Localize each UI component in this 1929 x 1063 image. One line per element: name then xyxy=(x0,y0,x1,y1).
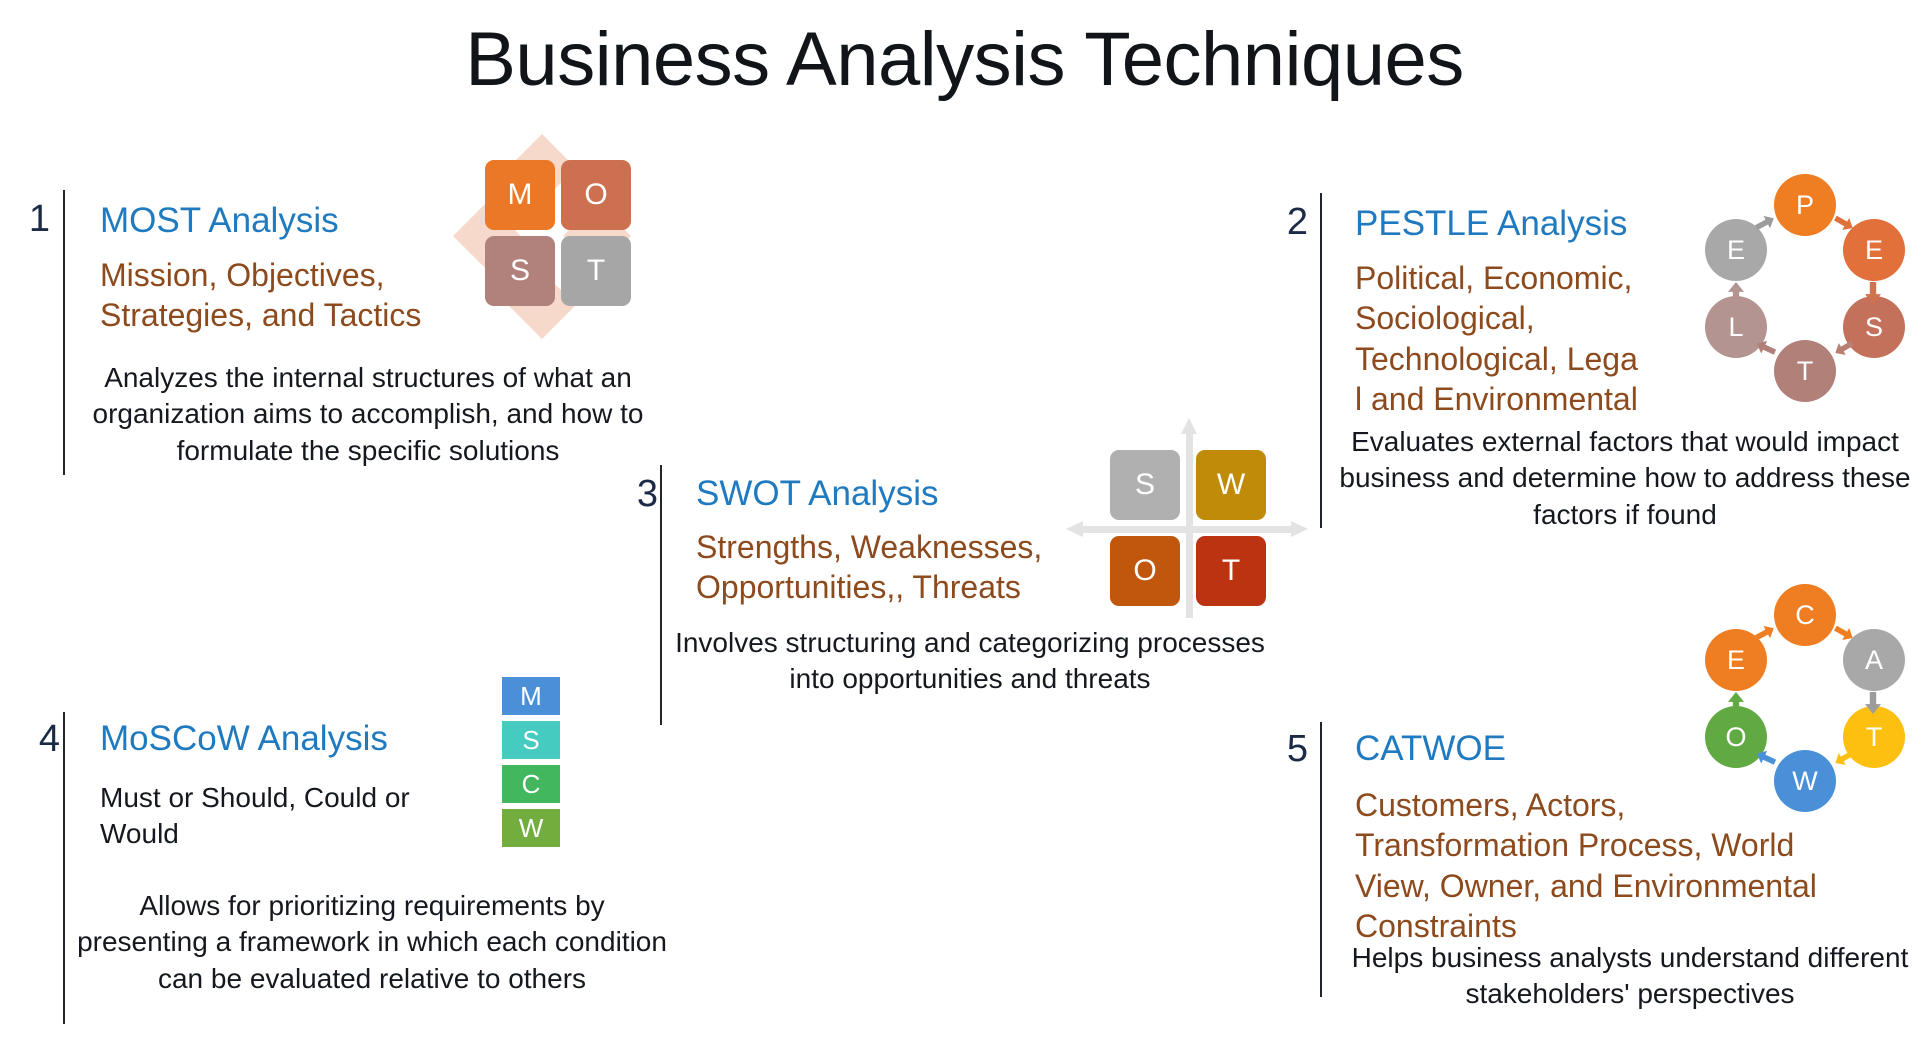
technique-title-pestle: PESTLE Analysis xyxy=(1355,204,1628,243)
technique-number-1: 1 xyxy=(28,198,50,240)
expansion-line: Would xyxy=(100,818,179,850)
technique-number-3: 3 xyxy=(636,473,658,515)
moscow-bars-icon: M S C W xyxy=(502,677,560,847)
expansion-line: Constraints xyxy=(1355,907,1517,944)
pestle-node-sociological: S xyxy=(1843,296,1905,358)
catwoe-node-environmental: E xyxy=(1705,629,1767,691)
pestle-node-environmental: E xyxy=(1705,219,1767,281)
technique-expansion-catwoe: Customers, Actors, Transformation Proces… xyxy=(1355,785,1929,946)
technique-number-5: 5 xyxy=(1286,728,1308,770)
technique-rule-2 xyxy=(1320,193,1322,528)
pestle-node-economic: E xyxy=(1843,219,1905,281)
technique-expansion-swot: Strengths, Weaknesses, Opportunities,, T… xyxy=(696,527,1116,608)
technique-description-moscow: Allows for prioritizing requirements by … xyxy=(77,890,667,994)
most-cell-strategies: S xyxy=(485,236,555,306)
technique-expansion-most: Mission, Objectives, Strategies, and Tac… xyxy=(100,257,422,334)
technique-description-most: Analyzes the internal structures of what… xyxy=(92,362,644,466)
expansion-line: Sociological, xyxy=(1355,300,1535,337)
moscow-bar-could: C xyxy=(502,765,560,803)
most-grid-icon: M O S T xyxy=(453,134,640,339)
swot-cell-strengths: S xyxy=(1110,450,1180,520)
catwoe-node-worldview: W xyxy=(1774,750,1836,812)
expansion-line: Opportunities,, Threats xyxy=(696,569,1021,606)
pestle-node-legal: L xyxy=(1705,296,1767,358)
page-title: Business Analysis Techniques xyxy=(465,17,1464,102)
swot-grid-icon: S W O T xyxy=(1066,418,1308,618)
catwoe-cycle-icon: C A T W O E xyxy=(1700,584,1915,812)
technique-rule-4 xyxy=(63,712,65,1024)
technique-rule-5 xyxy=(1320,722,1322,997)
swot-cell-threats: T xyxy=(1196,536,1266,606)
technique-description-pestle: Evaluates external factors that would im… xyxy=(1339,426,1911,530)
technique-number-2: 2 xyxy=(1286,201,1308,243)
moscow-bar-would: W xyxy=(502,809,560,847)
catwoe-node-owner: O xyxy=(1705,706,1767,768)
pestle-node-technological: T xyxy=(1774,340,1836,402)
catwoe-node-customers: C xyxy=(1774,584,1836,646)
expansion-line: Must or Should, Could or xyxy=(100,782,410,813)
technique-title-swot: SWOT Analysis xyxy=(696,474,939,513)
most-cell-tactics: T xyxy=(561,236,631,306)
technique-expansion-moscow: Must or Should, Could or Would xyxy=(100,780,500,853)
technique-rule-3 xyxy=(660,465,662,725)
most-cell-objectives: O xyxy=(561,160,631,230)
technique-number-4: 4 xyxy=(38,718,60,760)
expansion-line: Customers, Actors, xyxy=(1355,787,1626,823)
moscow-bar-should: S xyxy=(502,721,560,759)
technique-title-moscow: MoSCoW Analysis xyxy=(100,719,388,758)
expansion-line: Transformation Process, World xyxy=(1355,827,1795,864)
swot-axis-arrow-left xyxy=(1066,521,1083,537)
catwoe-node-transformation: T xyxy=(1843,706,1905,768)
swot-axis-vertical xyxy=(1186,432,1193,618)
expansion-line: Strengths, Weaknesses, xyxy=(696,529,1043,565)
catwoe-node-actors: A xyxy=(1843,629,1905,691)
technique-rule-1 xyxy=(63,190,65,475)
pestle-cycle-icon: P E S T L E xyxy=(1700,174,1915,402)
technique-title-catwoe: CATWOE xyxy=(1355,729,1507,768)
technique-expansion-pestle: Political, Economic, Sociological, Techn… xyxy=(1355,258,1755,419)
technique-title-most: MOST Analysis xyxy=(100,201,339,240)
pestle-node-political: P xyxy=(1774,174,1836,236)
expansion-line: l and Environmental xyxy=(1355,380,1638,417)
most-cell-mission: M xyxy=(485,160,555,230)
expansion-line: Technological, Lega xyxy=(1355,340,1638,377)
swot-cell-weaknesses: W xyxy=(1196,450,1266,520)
expansion-line: View, Owner, and Environmental xyxy=(1355,867,1817,904)
moscow-bar-must: M xyxy=(502,677,560,715)
technique-description-catwoe: Helps business analysts understand diffe… xyxy=(1351,942,1909,1010)
swot-axis-arrow-right xyxy=(1291,521,1308,537)
technique-description-swot: Involves structuring and categorizing pr… xyxy=(675,627,1265,695)
swot-axis-arrow-up xyxy=(1181,418,1197,434)
swot-cell-opportunities: O xyxy=(1110,536,1180,606)
expansion-line: Political, Economic, xyxy=(1355,260,1633,296)
